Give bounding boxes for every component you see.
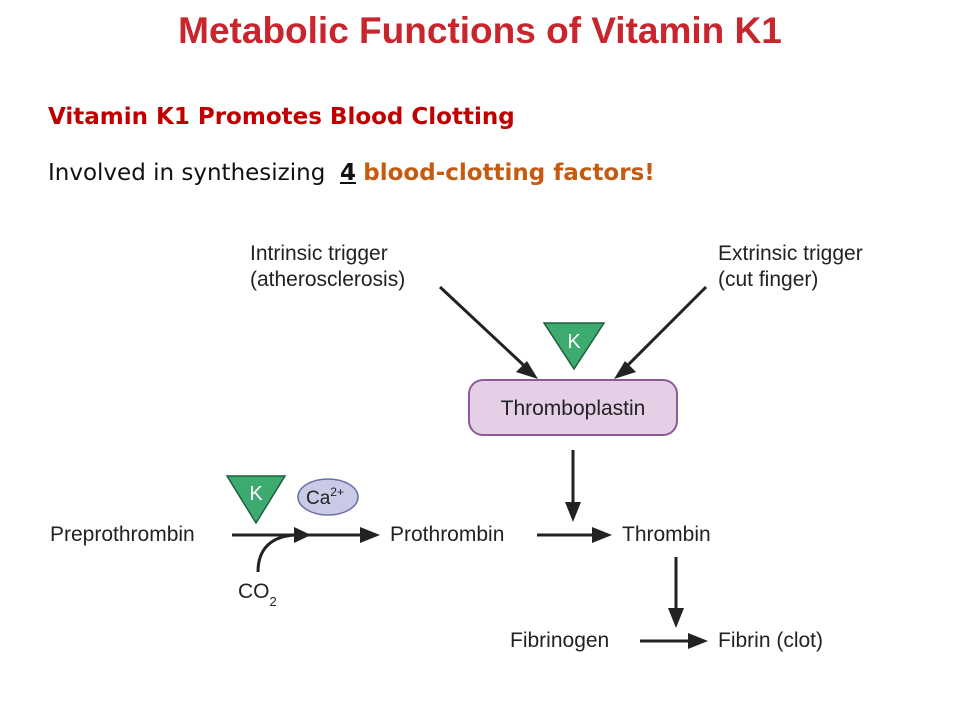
- thromboplastin-box: Thromboplastin: [468, 379, 678, 436]
- co2-curve-arrow: [256, 533, 297, 573]
- statement-line: Involved in synthesizing 4 blood-clottin…: [48, 160, 655, 186]
- vitamin-k-label-lower: K: [249, 483, 263, 505]
- intrinsic-arrow: [438, 285, 538, 379]
- statement-number: 4: [339, 160, 356, 186]
- slide-subtitle: Vitamin K1 Promotes Blood Clotting: [48, 104, 515, 130]
- fibrinogen-label: Fibrinogen: [510, 629, 609, 652]
- extrinsic-trigger-label: Extrinsic trigger: [718, 242, 863, 265]
- vitamin-k-label: K: [567, 331, 581, 353]
- co2-subscript: 2: [270, 594, 277, 609]
- co2-label: CO: [238, 580, 270, 603]
- intrinsic-trigger-detail: (atherosclerosis): [250, 268, 405, 291]
- thromboplastin-down-arrow: [565, 450, 581, 522]
- calcium-charge: 2+: [330, 485, 344, 499]
- prothrombin-label: Prothrombin: [390, 523, 504, 546]
- calcium-ion-badge: Ca2+: [297, 478, 359, 516]
- thromboplastin-label: Thromboplastin: [501, 397, 646, 420]
- svg-text:Ca2+: Ca2+: [306, 485, 344, 509]
- slide-title: Metabolic Functions of Vitamin K1: [178, 10, 782, 51]
- thrombin-label: Thrombin: [622, 523, 711, 546]
- vitamin-k-triangle-prothrombin: K: [225, 475, 287, 525]
- extrinsic-trigger-detail: (cut finger): [718, 268, 818, 291]
- fibrinogen-to-fibrin-arrow: [640, 633, 708, 649]
- statement-suffix: blood-clotting factors!: [363, 160, 655, 186]
- statement-prefix: Involved in synthesizing: [48, 160, 326, 186]
- preprothrombin-label: Preprothrombin: [50, 523, 195, 546]
- prothrombin-to-thrombin-arrow: [537, 527, 612, 543]
- svg-text:CO2: CO2: [238, 580, 277, 609]
- vitamin-k-triangle-thromboplastin: K: [542, 322, 606, 371]
- thrombin-down-arrow: [668, 557, 684, 628]
- extrinsic-arrow: [614, 285, 708, 379]
- co2-curve-arrowhead: [294, 527, 311, 543]
- fibrin-clot-label: Fibrin (clot): [718, 629, 823, 652]
- intrinsic-trigger-label: Intrinsic trigger: [250, 242, 388, 265]
- calcium-label: Ca: [306, 488, 331, 509]
